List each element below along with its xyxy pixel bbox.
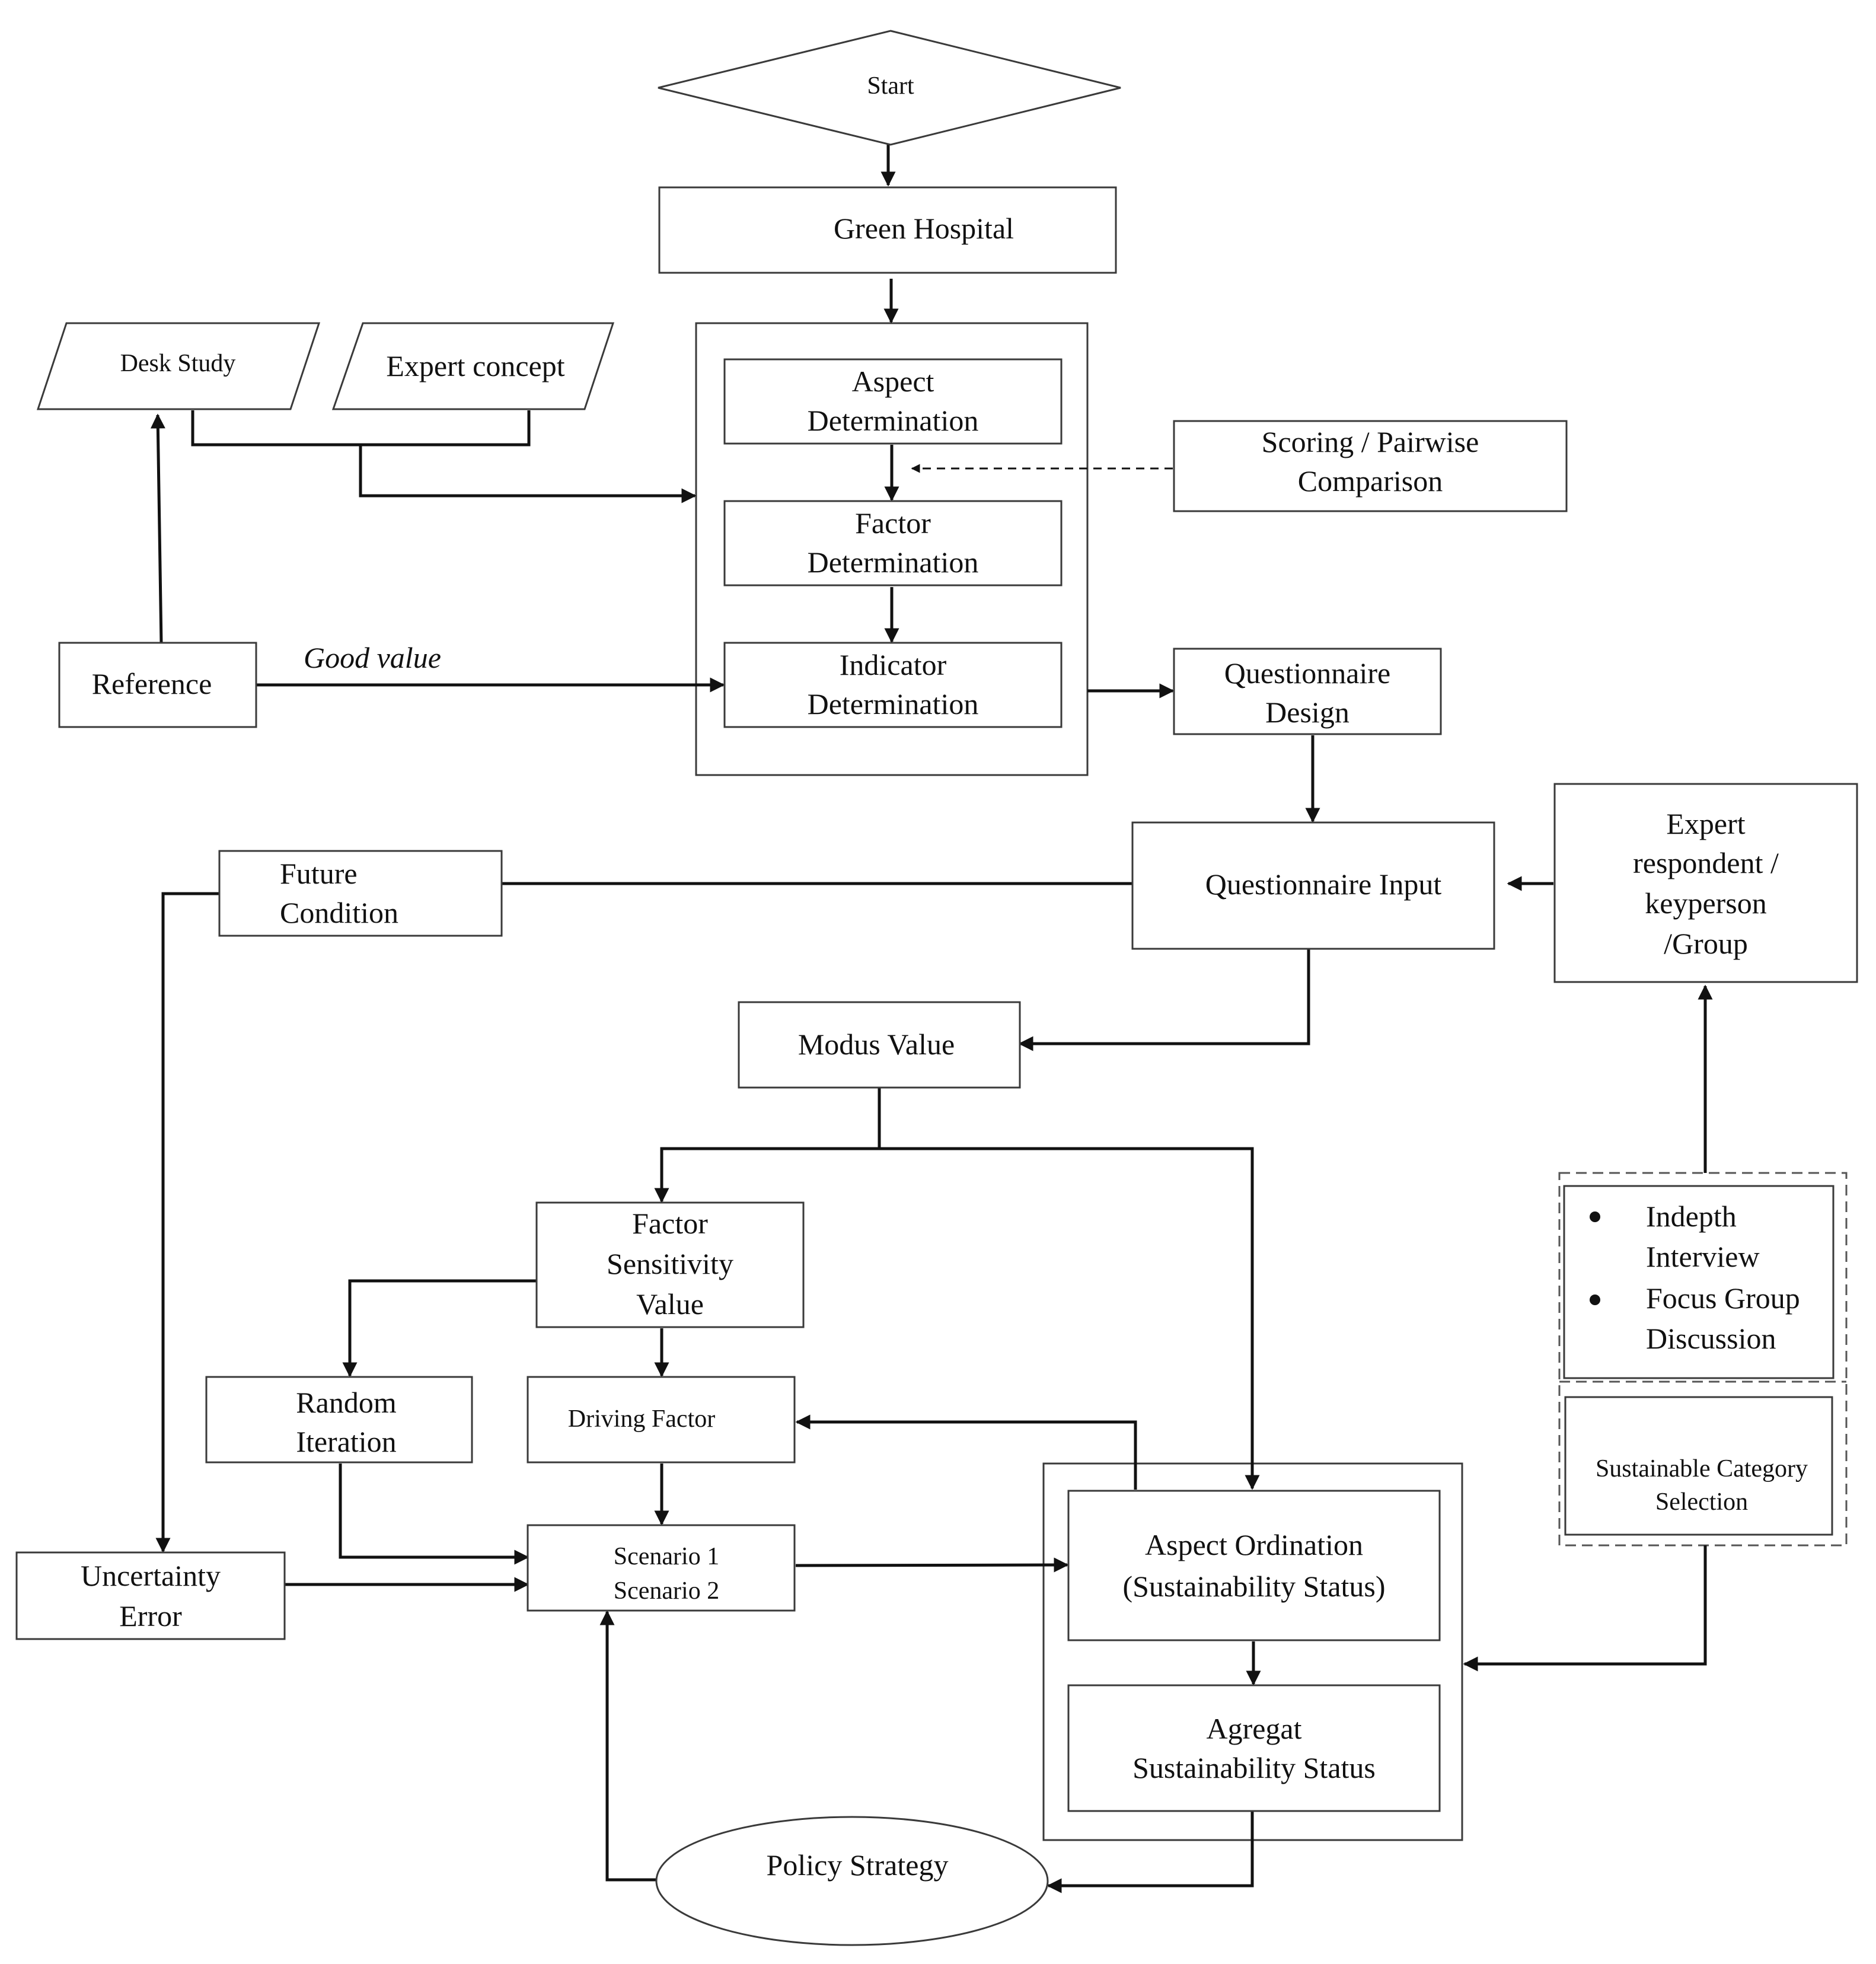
questionnaire-input-node: Questionnaire Input xyxy=(1131,821,1495,950)
indicator-determination-line-1: Indicator xyxy=(840,648,947,681)
good-value-label: Good value xyxy=(304,641,441,674)
edge-agregat-policy xyxy=(1047,1810,1254,1893)
driving-factor-label: Driving Factor xyxy=(568,1405,715,1433)
expert-concept-node: Expert concept xyxy=(331,322,615,410)
connectors xyxy=(150,145,1713,1893)
random-iteration-node: Random Iteration xyxy=(205,1376,473,1464)
factor-sensitivity-line-3: Value xyxy=(636,1287,704,1321)
uncertainty-error-line-2: Error xyxy=(119,1599,182,1633)
methods-node: Indepth Interview Focus Group Discussion xyxy=(1563,1185,1834,1379)
reference-label: Reference xyxy=(92,667,212,700)
method-focus-group-line-2: Discussion xyxy=(1646,1322,1776,1355)
expert-respondent-node: Expert respondent / keyperson /Group xyxy=(1553,783,1858,983)
factor-determination-node: Factor Determination xyxy=(723,500,1063,586)
edge-selection-ordination xyxy=(1463,1545,1707,1672)
agregat-line-1: Agregat xyxy=(1206,1712,1301,1745)
expert-respondent-line-1: Expert xyxy=(1666,807,1745,840)
factor-determination-line-1: Factor xyxy=(855,506,931,540)
scenarios-node: Scenario 1 Scenario 2 xyxy=(527,1524,796,1612)
edge-modus-aspect-ordination xyxy=(879,1147,1260,1490)
edge-random-scenarios xyxy=(339,1464,529,1565)
questionnaire-design-line-2: Design xyxy=(1265,696,1349,729)
questionnaire-design-node: Questionnaire Design xyxy=(1173,648,1442,735)
method-focus-group-line-1: Focus Group xyxy=(1646,1281,1800,1315)
green-hospital-label: Green Hospital xyxy=(834,212,1014,245)
policy-strategy-label: Policy Strategy xyxy=(767,1848,949,1882)
policy-strategy-node: Policy Strategy xyxy=(655,1816,1049,1946)
factor-sensitivity-node: Factor Sensitivity Value xyxy=(535,1201,805,1328)
modus-value-node: Modus Value xyxy=(738,1001,1021,1089)
questionnaire-design-line-1: Questionnaire xyxy=(1224,656,1390,690)
factor-sensitivity-line-2: Sensitivity xyxy=(607,1247,733,1280)
aspect-ordination-node: Aspect Ordination (Sustainability Status… xyxy=(1067,1490,1441,1641)
start-label: Start xyxy=(867,72,914,100)
future-condition-line-2: Condition xyxy=(280,896,398,929)
expert-concept-label: Expert concept xyxy=(386,349,564,382)
uncertainty-error-line-1: Uncertainty xyxy=(81,1559,221,1592)
scoring-line-1: Scoring / Pairwise xyxy=(1262,425,1479,458)
aspect-determination-node: Aspect Determination xyxy=(723,358,1063,445)
edge-reference-desk-study xyxy=(150,413,165,645)
method-indepth-line-1: Indepth xyxy=(1646,1200,1737,1233)
start-node: Start xyxy=(658,30,1121,146)
sustainable-selection-node: Sustainable Category Selection xyxy=(1564,1396,1833,1536)
factor-determination-line-2: Determination xyxy=(808,546,979,579)
aspect-ordination-line-2: (Sustainability Status) xyxy=(1122,1570,1385,1603)
random-iteration-line-1: Random xyxy=(296,1386,397,1419)
edge-policy-scenarios xyxy=(599,1610,656,1882)
desk-study-label: Desk Study xyxy=(120,350,236,377)
methods-group-frame xyxy=(1558,1172,1848,1547)
future-condition-line-1: Future xyxy=(280,857,358,890)
edge-desk-expert-merge xyxy=(191,410,531,447)
future-condition-node: Future Condition xyxy=(218,850,503,937)
edge-sources-determination xyxy=(359,445,697,503)
expert-respondent-line-3: keyperson xyxy=(1645,887,1767,920)
aspect-determination-line-1: Aspect xyxy=(852,365,934,398)
factor-sensitivity-line-1: Factor xyxy=(632,1207,708,1240)
green-hospital-node: Green Hospital xyxy=(658,186,1117,274)
aspect-ordination-line-1: Aspect Ordination xyxy=(1145,1528,1363,1561)
edge-ordination-driving xyxy=(795,1414,1137,1490)
desk-study-node: Desk Study xyxy=(36,322,321,410)
scoring-line-2: Comparison xyxy=(1298,464,1443,498)
sustainable-selection-line-1: Sustainable Category xyxy=(1596,1455,1808,1482)
random-iteration-line-2: Iteration xyxy=(296,1425,396,1458)
bullet-focus-group xyxy=(1590,1295,1600,1305)
indicator-determination-node: Indicator Determination xyxy=(723,642,1063,728)
agregat-node: Agregat Sustainability Status xyxy=(1067,1684,1441,1812)
edge-future-uncertainty xyxy=(155,892,219,1553)
edge-input-modus xyxy=(1018,949,1310,1051)
edge-sensitivity-random xyxy=(342,1279,537,1378)
edge-modus-factor-sensitivity xyxy=(654,1147,879,1203)
sustainable-selection-line-2: Selection xyxy=(1655,1488,1748,1516)
scoring-node: Scoring / Pairwise Comparison xyxy=(1173,420,1568,512)
agregat-line-2: Sustainability Status xyxy=(1132,1751,1376,1784)
modus-value-label: Modus Value xyxy=(798,1028,955,1061)
edge-scenarios-ordination xyxy=(795,1557,1069,1573)
scenario-1-label: Scenario 1 xyxy=(614,1543,719,1570)
scenario-2-label: Scenario 2 xyxy=(614,1577,719,1605)
bullet-indepth xyxy=(1590,1211,1600,1222)
reference-node: Reference xyxy=(58,642,257,728)
method-indepth-line-2: Interview xyxy=(1646,1240,1760,1273)
expert-respondent-line-4: /Group xyxy=(1664,927,1748,960)
uncertainty-error-node: Uncertainty Error xyxy=(15,1551,286,1640)
indicator-determination-line-2: Determination xyxy=(808,687,979,720)
expert-respondent-line-2: respondent / xyxy=(1633,846,1779,879)
aspect-determination-line-2: Determination xyxy=(808,404,979,437)
driving-factor-node: Driving Factor xyxy=(527,1376,796,1464)
questionnaire-input-label: Questionnaire Input xyxy=(1205,868,1442,901)
